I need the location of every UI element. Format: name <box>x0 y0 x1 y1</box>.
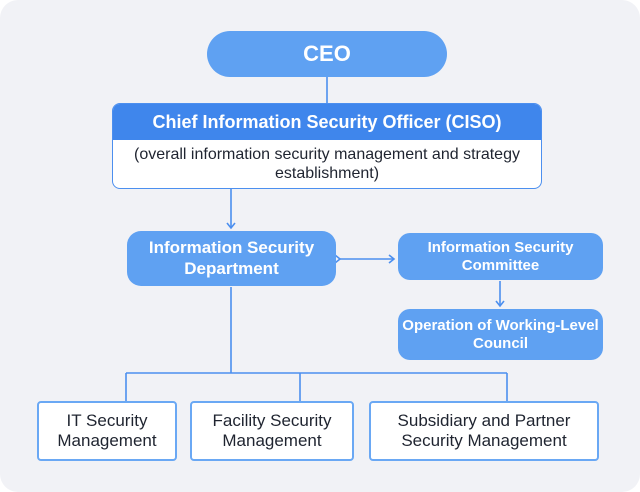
security-committee-node: Information Security Committee <box>398 233 603 280</box>
it-security-node: IT Security Management <box>37 401 177 461</box>
ceo-node: CEO <box>207 31 447 77</box>
ciso-node: Chief Information Security Officer (CISO… <box>112 103 542 189</box>
subsidiary-security-node: Subsidiary and Partner Security Manageme… <box>369 401 599 461</box>
ciso-description: (overall information security management… <box>134 145 520 182</box>
ciso-title: Chief Information Security Officer (CISO… <box>113 104 541 140</box>
facility-security-node: Facility Security Management <box>190 401 354 461</box>
security-department-node: Information Security Department <box>127 231 336 286</box>
working-council-node: Operation of Working-Level Council <box>398 309 603 360</box>
